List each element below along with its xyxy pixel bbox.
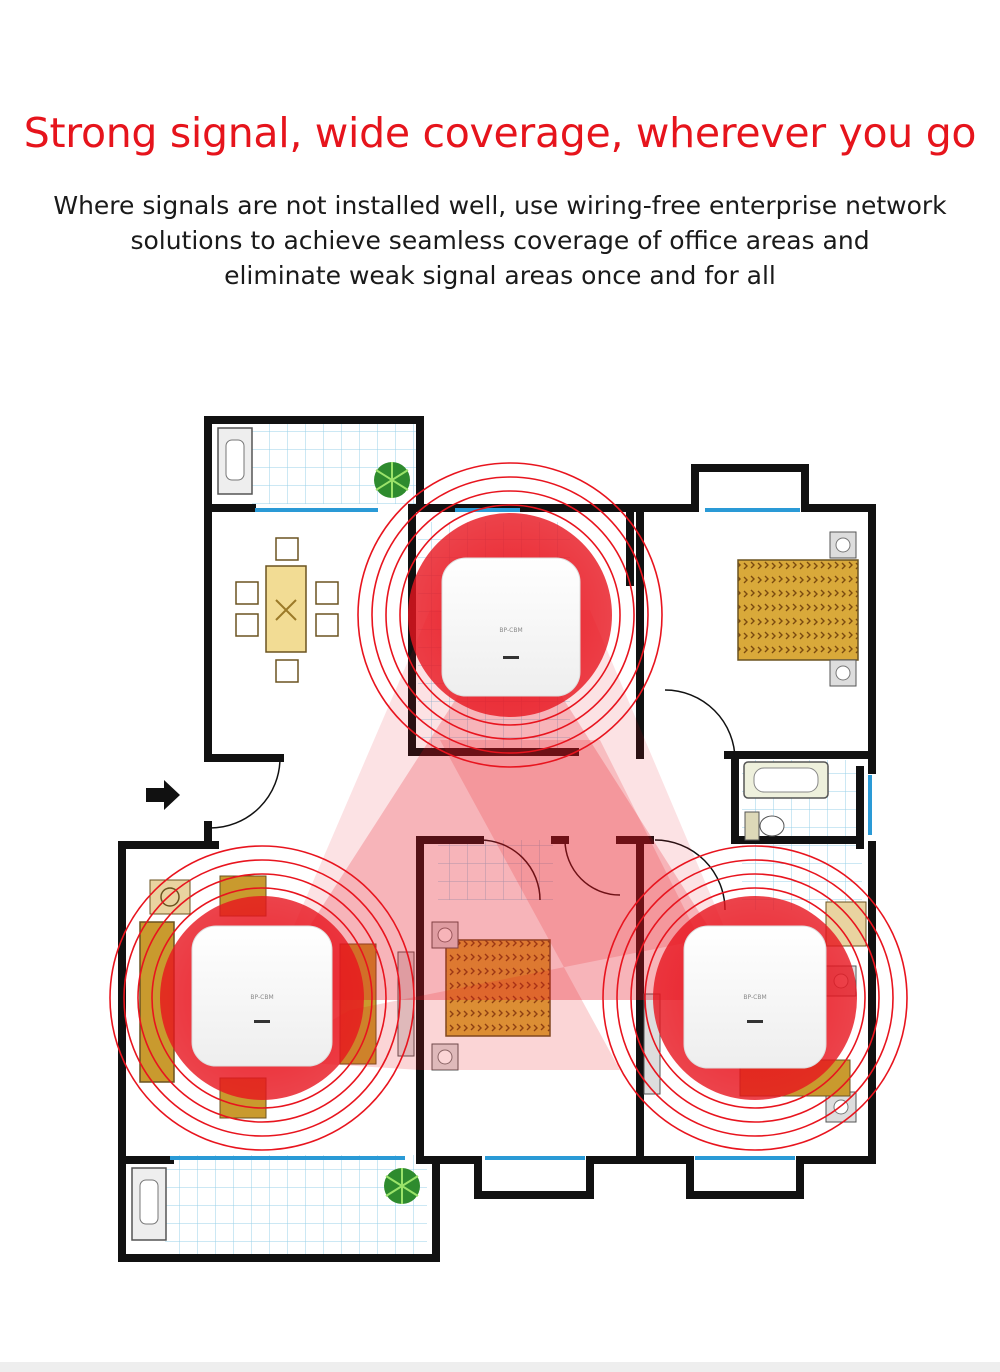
plant-icon (374, 462, 410, 498)
bottom-strip (0, 1362, 1000, 1372)
subtext-line-3: eliminate weak signal areas once and for… (224, 261, 776, 290)
subtext: Where signals are not installed well, us… (20, 188, 980, 293)
door-swings (209, 689, 736, 911)
access-point-brand: BP-CBM (499, 627, 522, 634)
signal-rings-right (602, 845, 908, 1151)
access-point-top: BP-CBM (441, 557, 581, 697)
headline: Strong signal, wide coverage, wherever y… (23, 109, 977, 158)
sink-icon (217, 427, 253, 495)
sink-icon-bottom (131, 1167, 167, 1241)
subtext-line-1: Where signals are not installed well, us… (53, 191, 947, 220)
bathtub-icon (743, 761, 829, 799)
plant-icon-bottom (384, 1168, 420, 1204)
dining-table (235, 537, 339, 683)
coverage-triangle (262, 610, 755, 1070)
access-point-brand: BP-CBM (743, 994, 766, 1001)
access-point-left: BP-CBM (191, 925, 333, 1067)
windows (170, 508, 872, 1160)
signal-rings-top (357, 462, 663, 768)
bed-right (737, 531, 859, 687)
access-point-brand: BP-CBM (250, 994, 273, 1001)
floor-plan-illustration: BP-CBM BP-CBM BP-CBM (109, 416, 908, 1262)
entrance-arrow-icon (146, 780, 180, 810)
signal-rings-left (109, 845, 415, 1151)
access-point-right: BP-CBM (683, 925, 827, 1069)
bed-middle (431, 921, 551, 1071)
subtext-line-2: solutions to achieve seamless coverage o… (130, 226, 870, 255)
toilet-icon (744, 811, 785, 841)
